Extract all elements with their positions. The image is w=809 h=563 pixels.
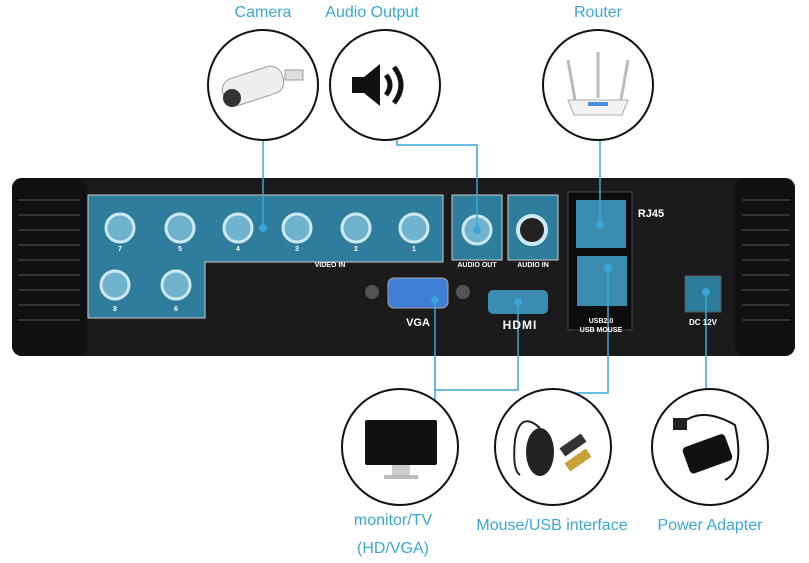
bnc-port-3: [281, 212, 313, 244]
usb-port: [577, 256, 627, 306]
mouse-usb-label: Mouse/USB interface: [476, 517, 628, 534]
audio-out-label: AUDIO OUT: [457, 262, 497, 269]
bnc-port-5: [164, 212, 196, 244]
audio-in-label: AUDIO IN: [517, 262, 549, 269]
channel-label: 4: [236, 246, 240, 253]
usb-label: USB2.0: [588, 318, 614, 325]
channel-label: 6: [174, 306, 178, 313]
channel-label: 5: [178, 246, 182, 253]
router-icon: [566, 52, 630, 116]
bnc-port-1: [398, 212, 430, 244]
channel-label: 3: [295, 246, 299, 253]
camera-icon: [221, 65, 304, 107]
monitor-sub-label: (HD/VGA): [357, 540, 429, 557]
speaker-icon: [352, 64, 404, 106]
mouse-icon: [513, 420, 592, 476]
monitor-icon: [365, 420, 437, 479]
usb-mouse-label: USB MOUSE: [579, 327, 623, 334]
video-in-label: VIDEO IN: [314, 262, 346, 269]
rj45-label: RJ45: [637, 208, 665, 220]
bnc-port-2: [340, 212, 372, 244]
vga-label: VGA: [406, 317, 430, 329]
bnc-port-4: [222, 212, 254, 244]
power-adapter-label: Power Adapter: [657, 517, 763, 534]
power-adapter-icon: [673, 414, 740, 481]
router-label: Router: [573, 4, 623, 21]
monitor-label: monitor/TV: [353, 512, 433, 529]
audio-output-circle: [329, 29, 441, 141]
hdmi-logo: HDMI: [502, 318, 538, 332]
channel-label: 1: [412, 246, 416, 253]
channel-label: 7: [118, 246, 122, 253]
camera-label: Camera: [234, 4, 292, 21]
bnc-port-7: [104, 212, 136, 244]
vga-port: [387, 277, 449, 309]
bnc-port-6: [160, 269, 192, 301]
channel-label: 8: [113, 306, 117, 313]
audio-output-label: Audio Output: [325, 4, 419, 21]
bnc-port-8: [99, 269, 131, 301]
dc-label: DC 12V: [688, 318, 718, 327]
bnc-ports: [99, 212, 430, 301]
channel-label: 2: [354, 246, 358, 253]
